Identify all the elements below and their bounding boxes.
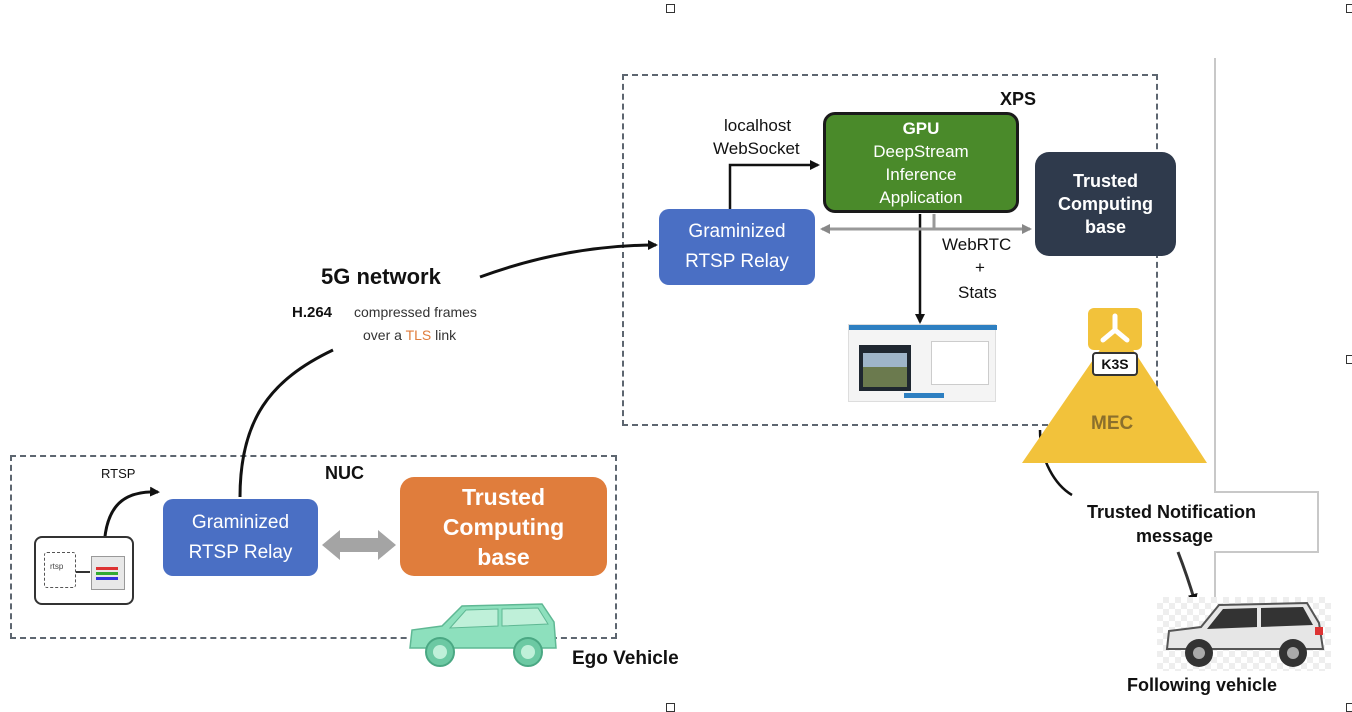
nuc-relay-line-2: RTSP Relay [188,541,293,563]
k3s-label: K3S [1092,352,1138,376]
nuc-tcb-box[interactable]: Trusted Computing base [400,477,607,576]
nuc-double-arrow [322,530,396,560]
stats-label: Stats [958,283,997,302]
nuc-relay-line-1: Graminized [191,511,290,533]
k3s-logo: K3S [1088,308,1142,378]
plus-label: + [975,258,985,277]
gstreamer-icon [91,556,125,590]
xps-relay-line-2: RTSP Relay [685,251,789,272]
xps-tcb-box[interactable]: Trusted Computing base [1035,152,1176,256]
camera-source-box: rtsp [34,536,134,605]
rtsp-label: RTSP [101,466,136,481]
nuc-title: NUC [325,463,364,483]
gpu-line-3: Inference [885,164,957,184]
network-tls: TLS [405,327,432,343]
notification-line-1: Trusted Notification [1087,502,1257,522]
notification-arrow [1176,551,1198,604]
xps-relay-line-1: Graminized [688,221,786,242]
network-title: 5G network [321,264,441,289]
network-desc-1: compressed frames [354,304,477,320]
selection-handle[interactable] [1346,4,1352,13]
nuc-tcb-line-2: Computing [442,513,565,540]
network-desc-2-pre: over a [363,327,402,343]
xps-title: XPS [1000,89,1037,109]
xps-tcb-line-2: Computing [1058,193,1153,214]
websocket-arrow [728,160,820,210]
network-desc-2-post: link [435,327,457,343]
gpu-deepstream-box[interactable]: GPU DeepStream Inference Application [823,112,1019,213]
selection-handle[interactable] [666,4,675,13]
websocket-label: WebSocket [713,139,800,158]
k3s-icon [1100,313,1130,343]
gpu-label: GPU [902,118,940,138]
mec-triangle [1022,325,1207,463]
network-desc-2: over a TLS link [363,327,456,343]
uplink-curve [238,348,334,498]
nuc-boundary [10,455,617,639]
localhost-label: localhost [724,116,792,135]
webrtc-label: WebRTC [942,235,1012,254]
xps-tcb-line-1: Trusted [1072,170,1138,191]
nuc-relay-box[interactable]: Graminized RTSP Relay [163,499,318,576]
xps-relay-box[interactable]: Graminized RTSP Relay [659,209,815,285]
following-vehicle-label: Following vehicle [1127,675,1278,695]
selection-handle[interactable] [1346,355,1352,364]
camera-caption: rtsp [50,562,64,571]
gpu-line-2: DeepStream [873,141,969,161]
gpu-line-4: Application [879,187,963,207]
nuc-tcb-line-1: Trusted [461,483,546,510]
notification-line-2: message [1136,526,1214,546]
mec-region-line [1214,58,1319,598]
ego-vehicle-icon [409,603,557,667]
dashboard-thumbnail [848,324,997,402]
mec-label: MEC [1091,413,1134,434]
network-to-xps-arrow [479,240,658,279]
xps-tcb-line-3: base [1084,216,1127,237]
network-codec: H.264 [292,304,333,321]
ego-vehicle-label: Ego Vehicle [572,648,679,669]
nuc-tcb-line-3: base [477,543,530,570]
following-vehicle-icon [1165,601,1325,667]
following-vehicle-image [1157,597,1331,671]
